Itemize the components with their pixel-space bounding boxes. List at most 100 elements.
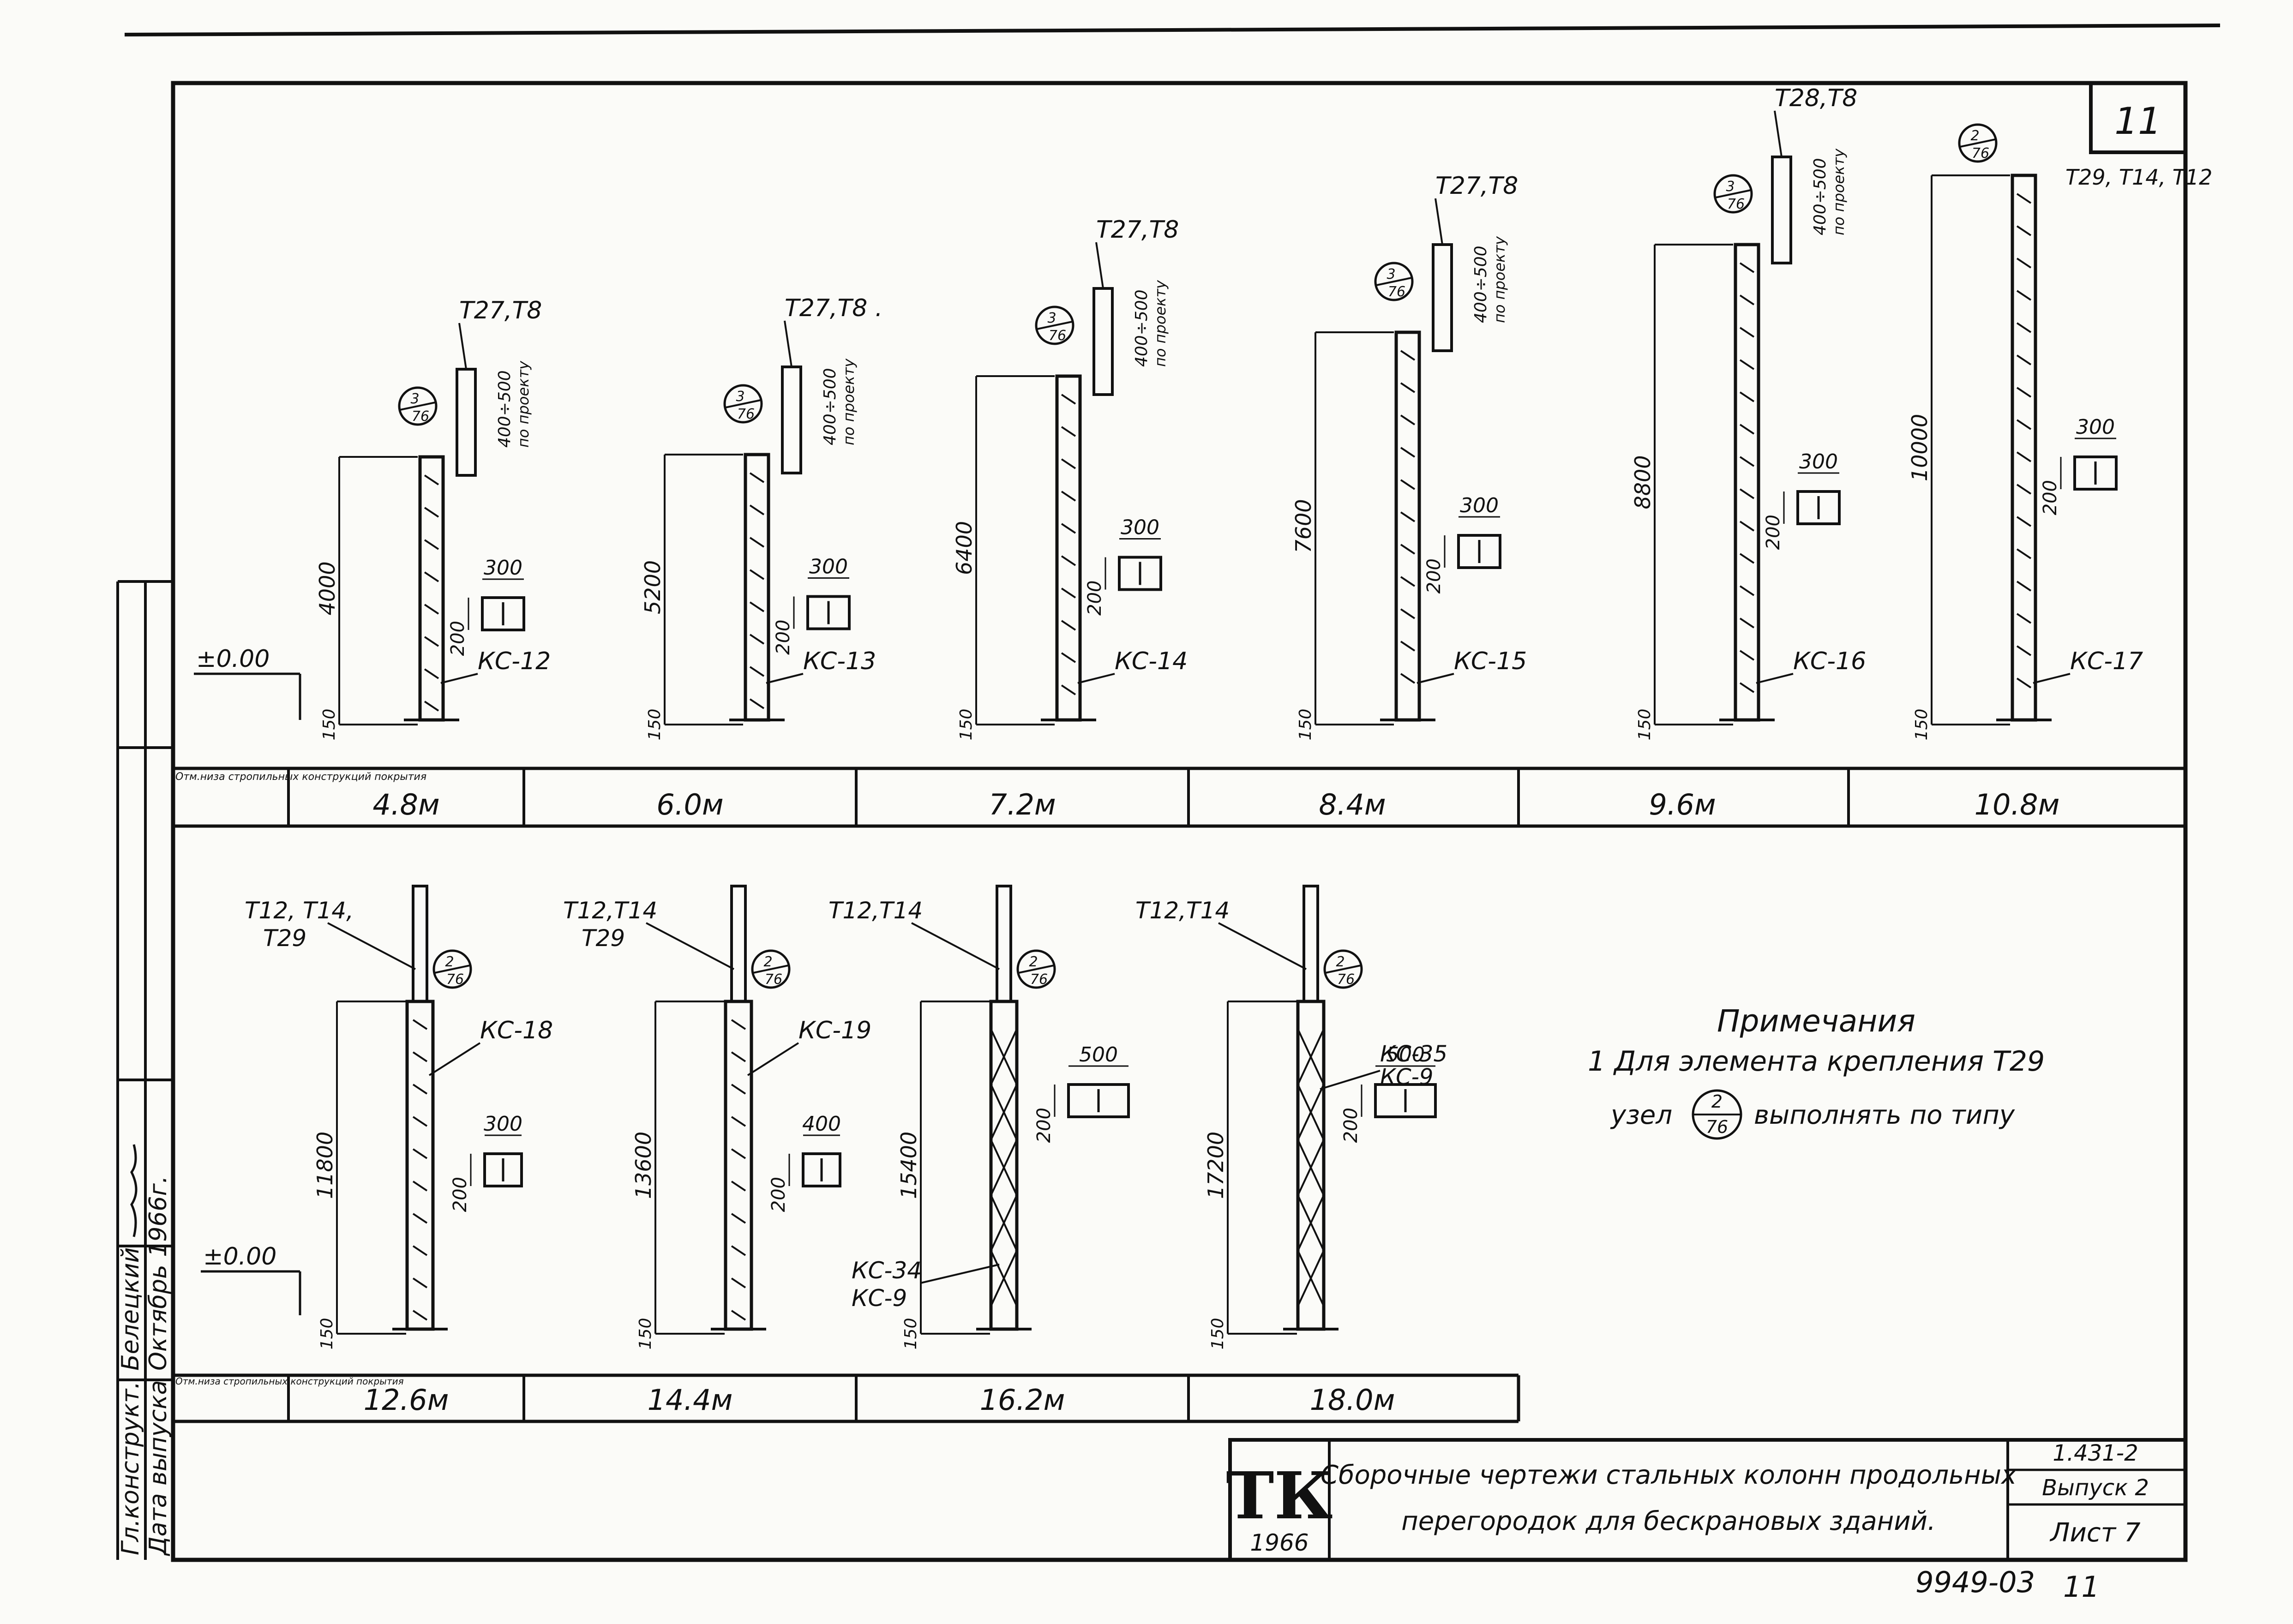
column-section-height: 200	[1033, 1108, 1055, 1143]
node-callout-num: 3	[1387, 266, 1395, 282]
node-callout-bar	[1037, 321, 1073, 330]
node-callout-den: 76	[446, 971, 464, 988]
fastening-plate	[996, 885, 1012, 1003]
column-section-width: 400	[802, 1112, 841, 1136]
column-section-width: 300	[1460, 494, 1499, 517]
attach-label-1: Т12,Т14	[1135, 897, 1230, 924]
column-lacing	[749, 504, 765, 515]
column-shaft	[1394, 330, 1421, 722]
node-callout-den: 76	[1388, 284, 1405, 300]
node-callout: 376	[1035, 306, 1074, 345]
node-callout-den: 76	[1030, 971, 1048, 988]
column-lacing	[731, 1051, 746, 1062]
column-section-width: 300	[1799, 450, 1838, 473]
column-section-width: 300	[1121, 516, 1159, 539]
column-lacing	[412, 1051, 428, 1062]
column-lacing	[424, 668, 439, 679]
attach-leader	[646, 922, 734, 970]
column-lacing	[2016, 387, 2032, 398]
node-callout-circle	[1374, 262, 1414, 301]
column-section-outline	[1796, 490, 1841, 525]
node-callout: 276	[1323, 949, 1363, 989]
column-lacing	[424, 539, 439, 550]
base-height: 150	[1635, 709, 1654, 741]
column-lacing	[1400, 544, 1416, 555]
column-section-outline	[1118, 556, 1162, 591]
column-lacing	[1739, 617, 1755, 629]
sheet-num: Лист 7	[2049, 1518, 2141, 1548]
main-frame	[171, 81, 2188, 1562]
column-lacing	[424, 636, 439, 647]
node-callout: 376	[723, 384, 763, 424]
column-section-width: 300	[809, 555, 848, 579]
node-callout-bar	[1960, 138, 1996, 148]
column-lacing	[1739, 391, 1755, 402]
footer-code: 9949-03	[1915, 1565, 2035, 1599]
column-mark-2: КС-9	[852, 1285, 907, 1312]
column-shaft	[744, 453, 770, 722]
column-section-height: 200	[773, 620, 794, 655]
node-callout-den: 76	[737, 406, 755, 422]
row2-span-3: 16.2м	[980, 1383, 1065, 1417]
column-height: 15400	[896, 1132, 921, 1199]
dim-up: 400÷500	[495, 370, 514, 448]
dim-up: 400÷500	[1471, 246, 1490, 323]
column-lacing	[1739, 682, 1755, 693]
column-lacing	[1400, 641, 1416, 652]
row2-level-mark: ±0.00	[201, 1243, 301, 1315]
row1-span-1: 4.8м	[372, 788, 439, 821]
column-height: 13600	[631, 1132, 656, 1199]
column-section-outline	[2073, 455, 2118, 491]
row2-span-2: 14.4м	[648, 1383, 733, 1417]
column-mark: КС-13	[803, 647, 876, 675]
dim-up: 400÷500	[1132, 289, 1151, 367]
attach-leader	[784, 320, 792, 367]
fastening-plate	[1303, 885, 1319, 1003]
column-section-outline	[483, 1152, 523, 1187]
column-shaft	[405, 1000, 435, 1331]
attach-leader	[1774, 110, 1783, 157]
column-lacing	[2016, 484, 2032, 495]
column-section-outline	[481, 596, 525, 631]
attach-label-1: Т12,Т14	[563, 897, 657, 924]
dim-up-note: по проекту	[1152, 280, 1169, 367]
column-height: 8800	[1630, 455, 1655, 509]
column-lacing	[1739, 553, 1755, 564]
column-section-outline	[1457, 534, 1501, 569]
column-lacing	[2016, 645, 2032, 656]
fastening-plate	[730, 885, 747, 1003]
node-callout-bar	[434, 965, 470, 974]
node-callout-circle	[1016, 949, 1056, 989]
base-height: 150	[645, 709, 664, 741]
column-lacing	[2016, 193, 2032, 204]
column-lacing	[731, 1277, 746, 1288]
column-height: 4000	[315, 561, 340, 615]
column-lacing	[2016, 225, 2032, 236]
node-callout: 276	[1958, 123, 1998, 163]
attach-leader	[327, 922, 416, 970]
node-callout-circle	[432, 949, 472, 989]
column-lacing	[412, 1310, 428, 1321]
column-section-width: 500	[1079, 1043, 1118, 1067]
attach-label: Т27,Т8	[459, 297, 542, 324]
column-lacing	[412, 1116, 428, 1127]
row1-span-4: 8.4м	[1319, 788, 1386, 821]
attach-leader	[911, 922, 1000, 970]
column-lacing	[2016, 581, 2032, 592]
row1-span-header: Отм.низа стропильных конструкций покрыти…	[175, 771, 426, 783]
column-mark: КС-17	[2070, 647, 2143, 675]
column-lacing	[1061, 684, 1076, 695]
base-height: 150	[318, 1318, 336, 1350]
column-lacing	[2016, 613, 2032, 624]
column-lacing	[1739, 262, 1755, 273]
column-lacing	[1297, 1139, 1325, 1196]
node-callout-bar	[400, 402, 436, 411]
row1-span-3: 7.2м	[989, 788, 1056, 821]
